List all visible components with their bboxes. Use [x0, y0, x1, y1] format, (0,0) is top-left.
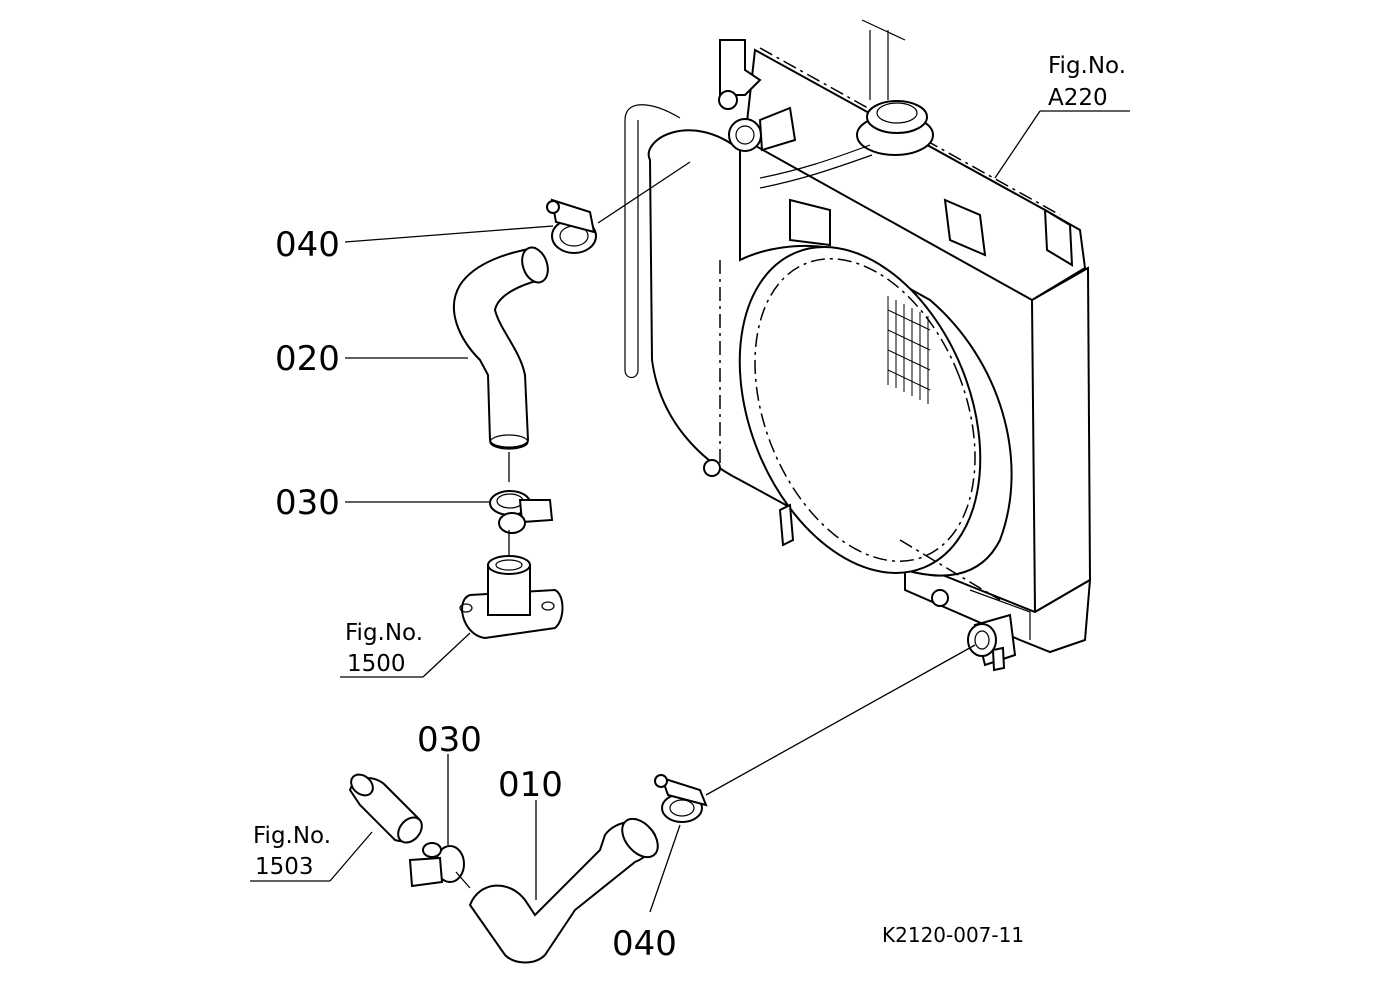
top-hose-clamp[interactable] — [546, 198, 597, 254]
label-top-clamp: 040 — [275, 225, 340, 265]
fig-ref-water-flange-line2: 1500 — [347, 651, 406, 677]
upper-hose[interactable] — [452, 244, 553, 450]
water-pipe — [348, 773, 423, 844]
fig-ref-water-pipe-line2: 1503 — [255, 854, 314, 880]
label-bottom-clamp: 040 — [612, 924, 677, 964]
fig-ref-radiator-line2: A220 — [1048, 85, 1108, 111]
label-upper-hose: 020 — [275, 339, 340, 379]
radiator-fins — [887, 296, 931, 404]
water-flange — [459, 555, 564, 640]
label-lower-hose: 010 — [498, 765, 563, 805]
radiator-cap — [856, 19, 934, 156]
lower-small-hose-clamp[interactable] — [408, 842, 465, 888]
lower-hose[interactable] — [468, 812, 665, 964]
leader-lines — [250, 110, 1130, 913]
radiator-assembly — [624, 19, 1092, 672]
lower-outlet-pipe — [967, 613, 1017, 672]
label-lower-small-clamp: 030 — [417, 720, 482, 760]
bottom-hose-clamp[interactable] — [654, 774, 708, 823]
fig-ref-water-flange-line1: Fig.No. — [345, 620, 423, 646]
upper-small-hose-clamp[interactable] — [489, 490, 554, 534]
fig-ref-water-pipe-line1: Fig.No. — [253, 823, 331, 849]
upper-inlet-pipe — [728, 106, 797, 152]
drawing-code: K2120-007-11 — [882, 923, 1024, 947]
label-upper-small-clamp: 030 — [275, 483, 340, 523]
fig-ref-radiator-line1: Fig.No. — [1048, 53, 1126, 79]
